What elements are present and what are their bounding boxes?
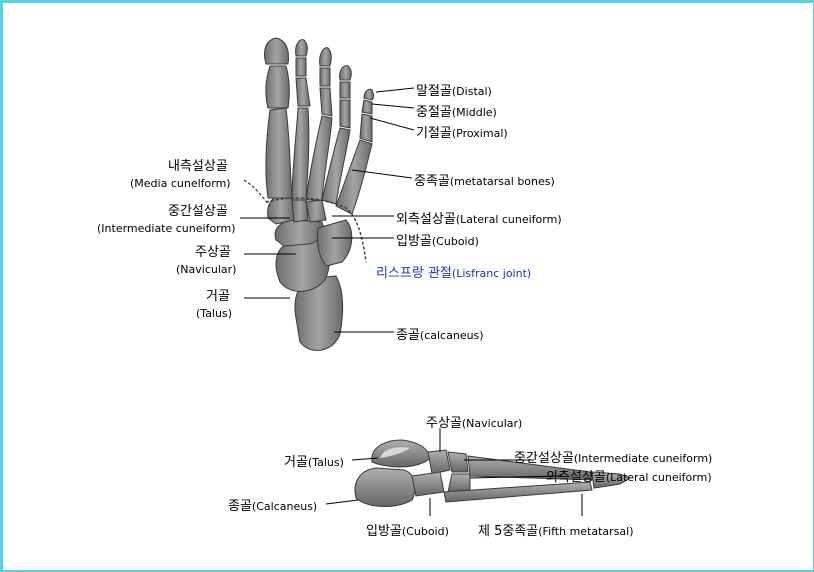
- cuboid-top: [317, 220, 352, 266]
- label-side-cuboid: 입방골(Cuboid): [366, 522, 449, 538]
- label-intermediate-cuneiform-ko: 중간설상골: [168, 205, 228, 218]
- foot-top-view: [264, 38, 373, 350]
- label-side-fifth-metatarsal: 제 5중족골(Fifth metatarsal): [478, 522, 634, 538]
- toe4-distal: [340, 66, 352, 80]
- label-intermediate-cuneiform-en: (Intermediate cuneiform): [97, 223, 236, 234]
- intermediate-cuneiform-side: [448, 452, 468, 472]
- toe3-distal: [320, 48, 332, 66]
- toe5-middle: [362, 100, 372, 114]
- talus-side: [372, 440, 430, 467]
- label-talus-ko: 거골: [206, 290, 230, 303]
- label-navicular-en: (Navicular): [176, 264, 236, 275]
- label-metatarsal: 중족골(metatarsal bones): [414, 172, 555, 188]
- intermediate-cuneiform-top: [292, 200, 308, 222]
- label-medial-cuneiform-ko: 내측설상골: [168, 160, 228, 173]
- label-proximal: 기절골(Proximal): [416, 124, 508, 140]
- toe4-proximal: [340, 100, 350, 128]
- lateral-cuneiform-side: [448, 474, 470, 492]
- label-middle: 중절골(Middle): [416, 103, 497, 119]
- hallux-distal: [264, 38, 288, 64]
- label-navicular-ko: 주상골: [195, 246, 231, 259]
- label-side-lateral-cuneiform: 외측설상골(Lateral cuneiform): [546, 468, 712, 484]
- toe4-middle: [340, 82, 350, 98]
- label-side-intermediate-cuneiform: 중간설상골(Intermediate cuneiform): [514, 449, 712, 465]
- label-side-navicular: 주상골(Navicular): [426, 414, 522, 430]
- calcaneus-side: [355, 468, 415, 507]
- metatarsal-2: [292, 108, 309, 200]
- label-cuboid: 입방골(Cuboid): [396, 232, 479, 248]
- label-side-talus: 거골(Talus): [284, 453, 344, 469]
- label-calcaneus: 종골(calcaneus): [396, 326, 484, 342]
- toe3-proximal: [320, 88, 332, 116]
- label-lisfranc-joint: 리스프랑 관절(Lisfranc joint): [376, 264, 531, 280]
- toe3-middle: [320, 68, 330, 86]
- label-talus-en: (Talus): [196, 308, 232, 319]
- label-lateral-cuneiform: 외측설상골(Lateral cuneiform): [396, 210, 562, 226]
- hallux-proximal: [266, 66, 289, 108]
- toe2-proximal: [296, 78, 310, 106]
- cuboid-side: [412, 472, 444, 496]
- toe2-distal: [296, 40, 308, 56]
- label-distal: 말절골(Distal): [416, 82, 492, 98]
- toe5-distal: [364, 89, 374, 100]
- label-side-calcaneus: 종골(Calcaneus): [228, 497, 317, 513]
- toe2-middle: [296, 58, 306, 76]
- metatarsal-1: [266, 108, 292, 198]
- lateral-cuneiform-top: [306, 200, 326, 222]
- label-medial-cuneiform-en: (Media cunelform): [130, 178, 231, 189]
- navicular-side: [428, 450, 450, 474]
